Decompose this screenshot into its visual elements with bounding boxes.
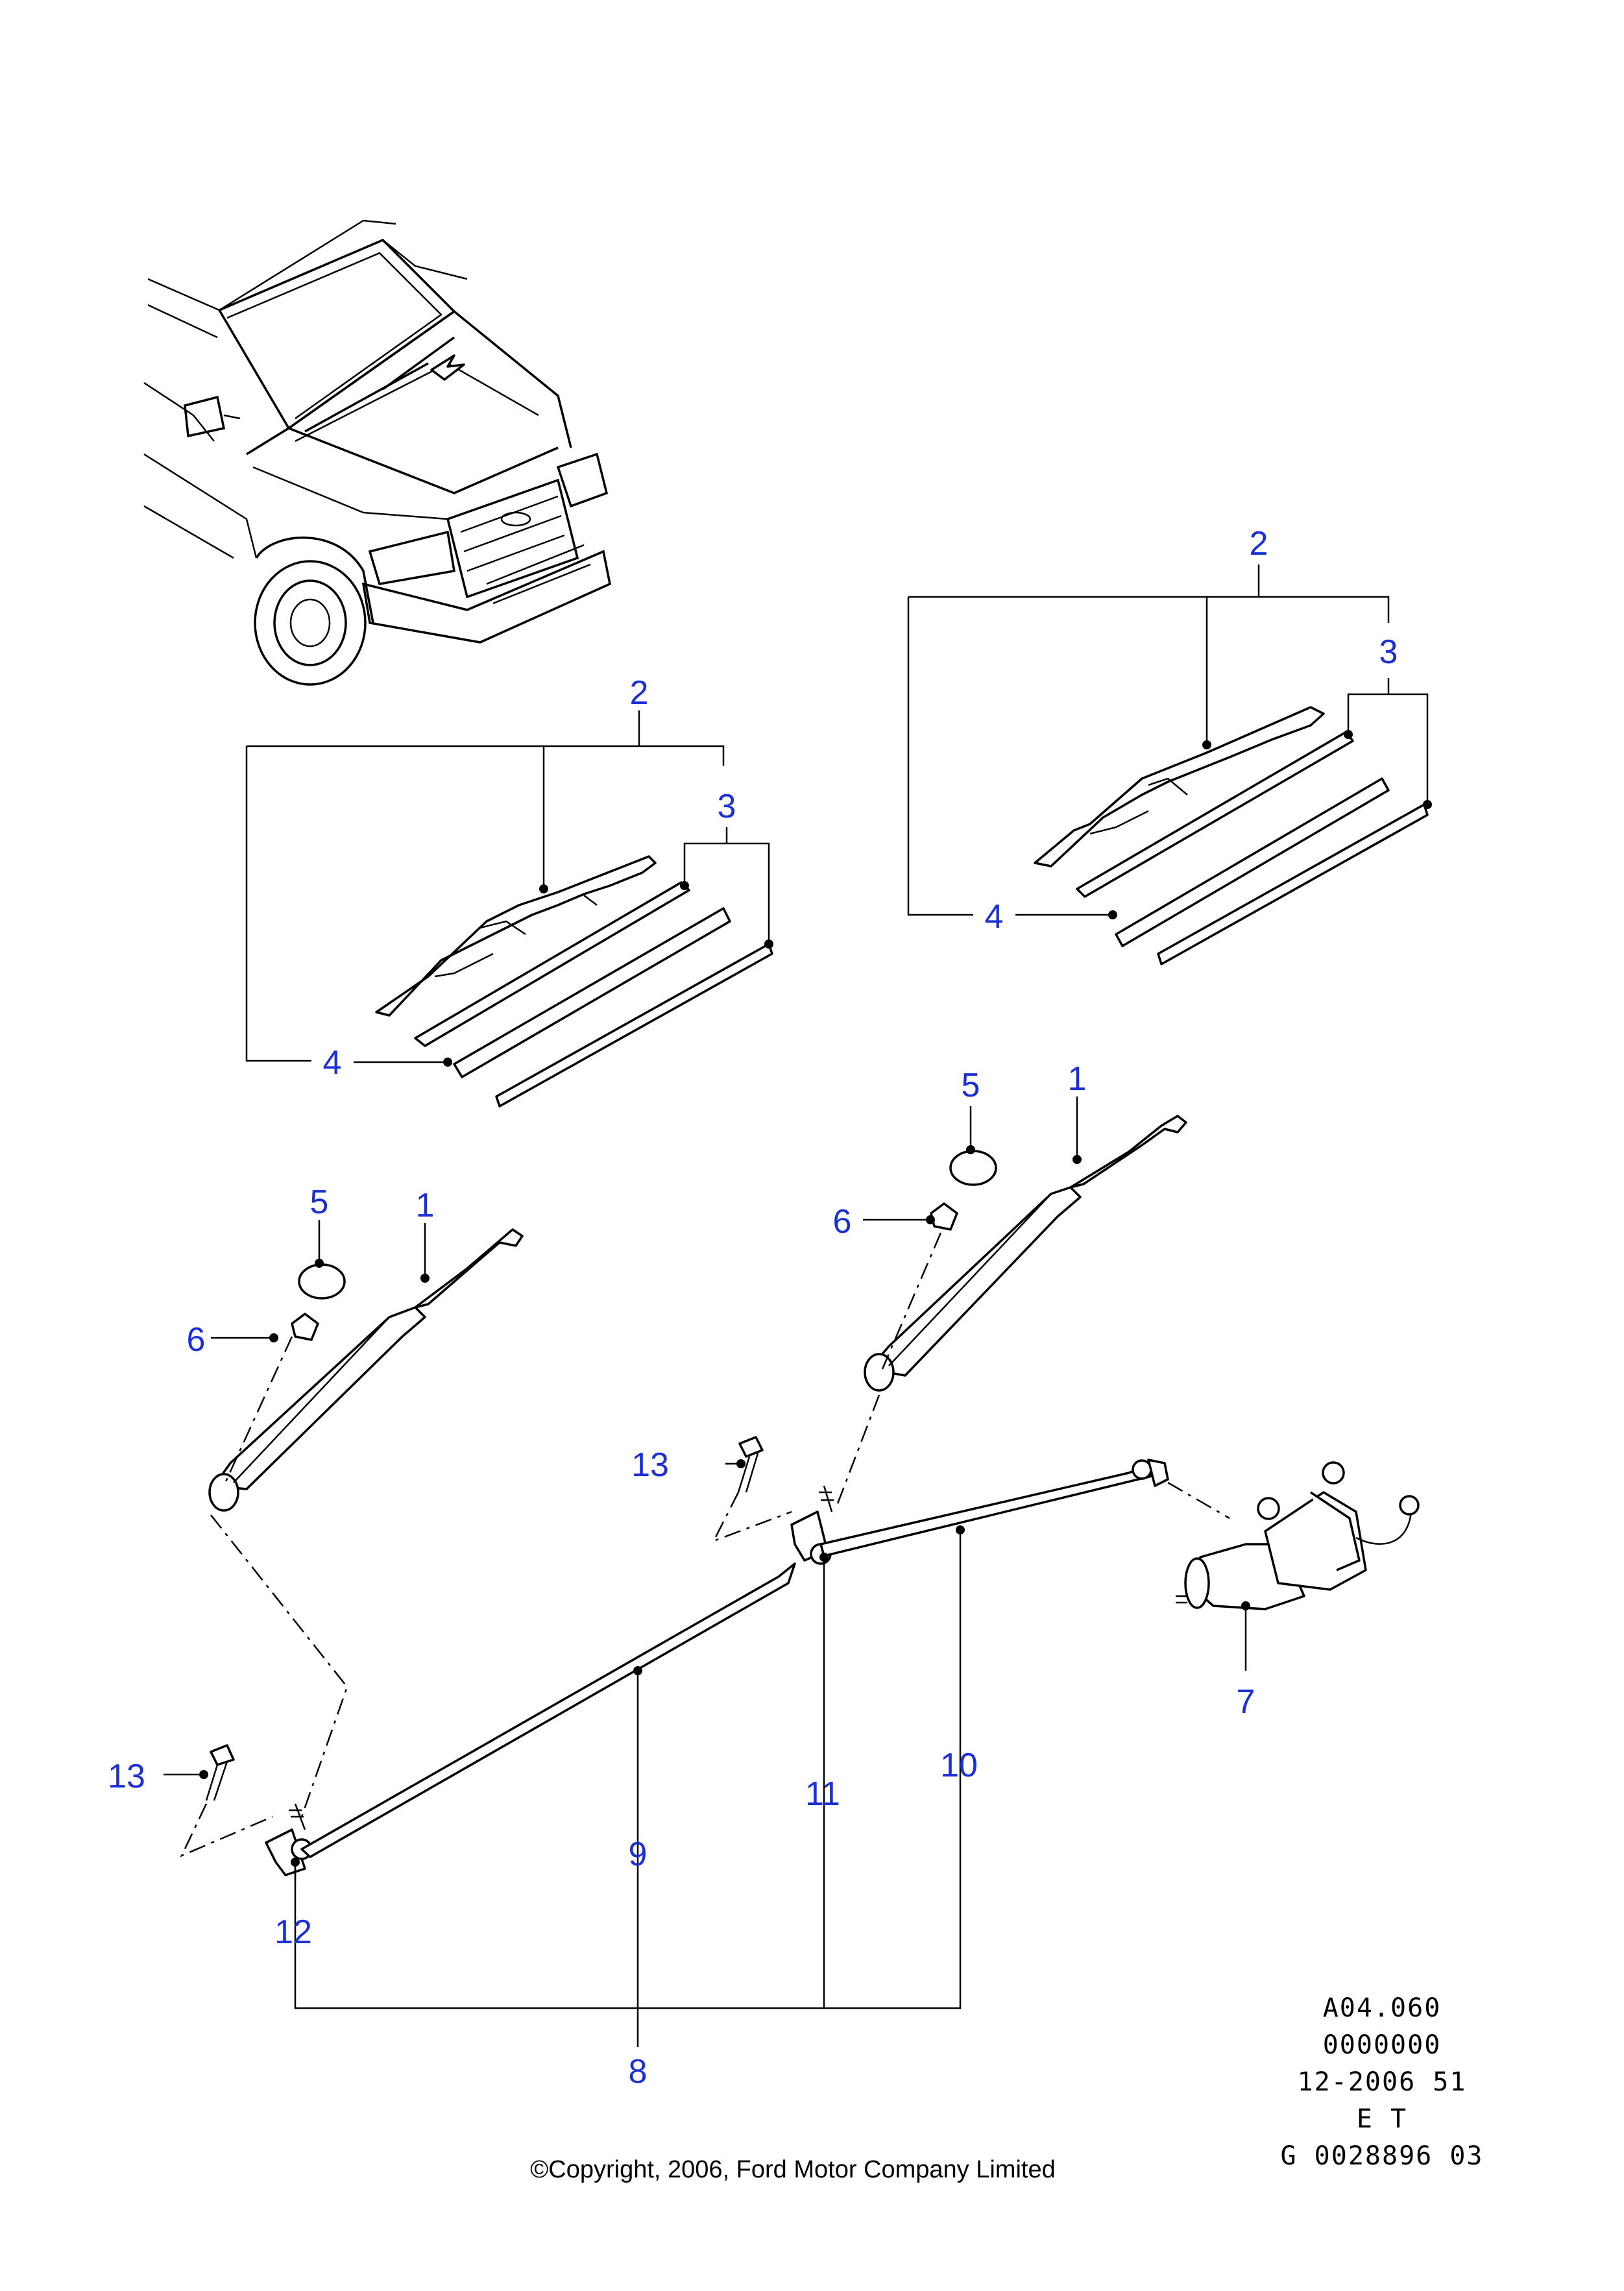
callout-arm-left: 1 bbox=[416, 1187, 435, 1224]
callout-pivot-left: 12 bbox=[274, 1913, 312, 1951]
callout-pivot-right: 11 bbox=[805, 1775, 840, 1813]
callout-refill-right: 3 bbox=[1379, 633, 1398, 671]
callout-cap-right: 5 bbox=[962, 1067, 980, 1104]
callout-blade-assembly-left: 2 bbox=[630, 674, 649, 712]
callout-cap-left: 5 bbox=[310, 1183, 329, 1221]
copyright-text: ©Copyright, 2006, Ford Motor Company Lim… bbox=[530, 2156, 1055, 2183]
callout-motor: 7 bbox=[1237, 1683, 1255, 1721]
callout-labels: 1 1 2 2 3 3 4 4 5 5 6 6 7 8 9 10 11 12 1… bbox=[108, 525, 1398, 2091]
reference-block: A04.060 0000000 12-2006 51 E T G 0028896… bbox=[1281, 1993, 1484, 2171]
wiper-motor bbox=[1176, 1461, 1420, 1671]
callout-blade-left: 4 bbox=[323, 1044, 342, 1082]
reference-line-2: 0000000 bbox=[1323, 2030, 1442, 2060]
reference-line-1: A04.060 bbox=[1323, 1993, 1442, 2023]
wiper-arm-left bbox=[208, 1220, 524, 1817]
callout-link-motor: 10 bbox=[940, 1747, 978, 1784]
callout-nut-left: 6 bbox=[187, 1321, 206, 1359]
blade-group-left bbox=[245, 710, 773, 1108]
callout-refill-left: 3 bbox=[718, 788, 736, 825]
reference-line-5: G 0028896 03 bbox=[1281, 2141, 1484, 2171]
callout-bolt-left: 13 bbox=[108, 1758, 145, 1795]
blade-group-right bbox=[907, 564, 1432, 965]
callout-bolt-right: 13 bbox=[631, 1446, 669, 1484]
callout-nut-right: 6 bbox=[833, 1203, 852, 1241]
callout-arm-right: 1 bbox=[1068, 1060, 1087, 1098]
reference-line-3: 12-2006 51 bbox=[1298, 2067, 1467, 2097]
callout-blade-assembly-right: 2 bbox=[1250, 525, 1268, 563]
wiper-arm-right bbox=[836, 1097, 1187, 1506]
wiper-linkage bbox=[164, 1436, 1230, 2047]
callout-link-long: 9 bbox=[629, 1836, 648, 1873]
reference-line-4: E T bbox=[1357, 2104, 1407, 2134]
callout-linkage-assembly: 8 bbox=[629, 2053, 648, 2091]
callout-blade-right: 4 bbox=[985, 898, 1004, 936]
vehicle-illustration bbox=[143, 219, 611, 686]
